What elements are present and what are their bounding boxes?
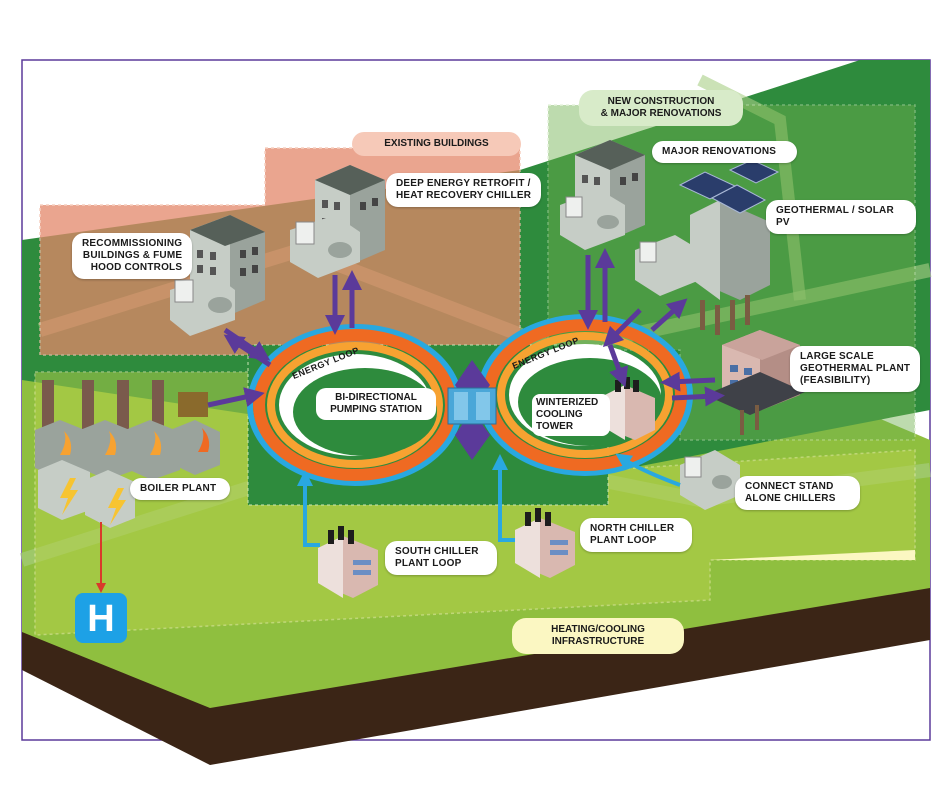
chiller-geothermal [635,235,700,296]
chiller-recommissioning [170,275,235,336]
chiller-deep-energy [290,215,360,278]
cooling-tower [605,377,655,440]
label-geothermal-solar: GEOTHERMAL / SOLAR PV [766,200,916,234]
hospital-icon [75,593,127,643]
building-large-scale-geothermal [705,330,805,435]
purple-arrows [207,248,725,408]
label-winterized: WINTERIZED COOLING TOWER [532,394,610,436]
south-chiller-plant [318,526,378,598]
zone-infrastructure-edge [710,550,915,560]
label-north-chiller: NORTH CHILLER PLANT LOOP [580,518,692,552]
label-major-renovations: MAJOR RENOVATIONS [652,141,797,163]
hospital-letter: H [87,598,114,640]
label-large-scale: LARGE SCALE GEOTHERMAL PLANT (FEASIBILIT… [790,346,921,392]
north-chiller-plant [515,508,575,578]
label-recommissioning: RECOMMISSIONING BUILDINGS & FUME HOOD CO… [72,233,193,279]
label-bi-directional: BI-DIRECTIONAL PUMPING STATION [316,388,436,420]
label-connect-stand: CONNECT STAND ALONE CHILLERS [735,476,860,510]
label-boiler-plant: BOILER PLANT [130,478,230,500]
pumping-station [447,360,497,460]
blue-arrows [297,453,681,547]
header-new-construction: NEW CONSTRUCTION & MAJOR RENOVATIONS [579,90,743,126]
stand-alone-chiller [680,450,740,510]
header-existing-buildings: EXISTING BUILDINGS [352,132,521,156]
label-deep-energy: DEEP ENERGY RETROFIT / HEAT RECOVERY CHI… [386,173,542,207]
chiller-major-renovations [560,190,625,250]
header-heating-cooling: HEATING/COOLING INFRASTRUCTURE [512,618,684,654]
boiler-plant [35,380,220,528]
label-south-chiller: SOUTH CHILLER PLANT LOOP [385,541,497,575]
